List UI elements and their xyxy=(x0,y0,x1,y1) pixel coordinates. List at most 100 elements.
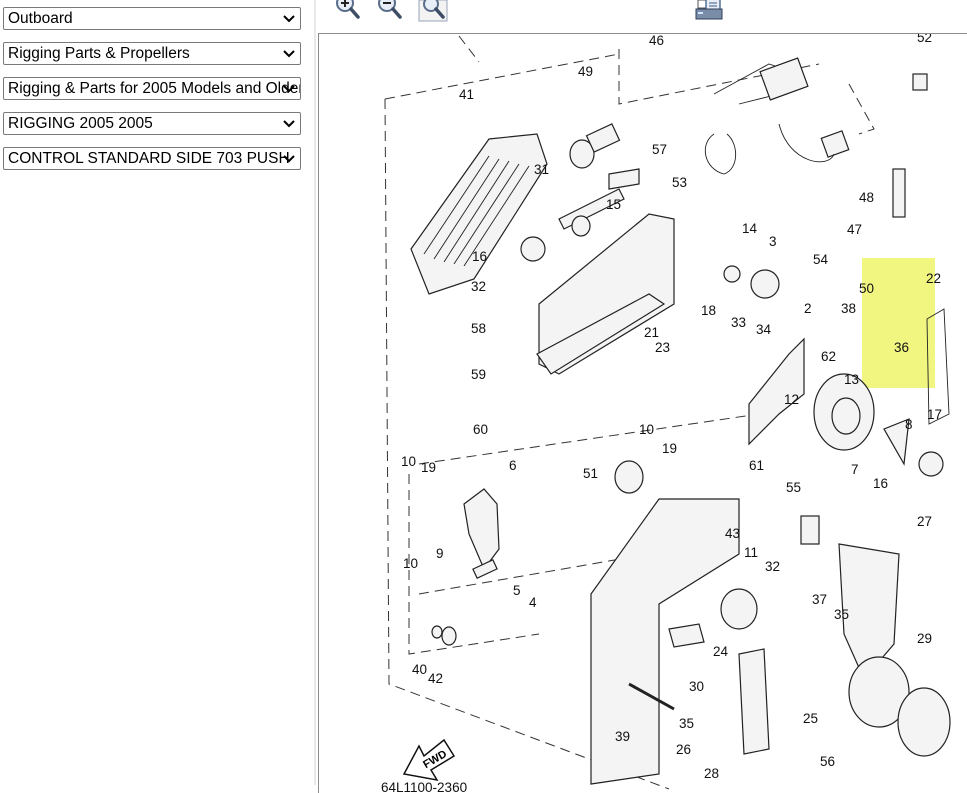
chevron-down-icon xyxy=(283,120,295,128)
part-callout-15[interactable]: 15 xyxy=(606,197,621,212)
part-callout-23[interactable]: 23 xyxy=(655,340,670,355)
chevron-down-icon xyxy=(283,15,295,23)
part-59-bracket xyxy=(536,293,666,375)
part-7-cam xyxy=(883,418,910,466)
select-category[interactable]: Rigging Parts & Propellers xyxy=(3,42,301,65)
part-callout-8[interactable]: 8 xyxy=(905,417,913,432)
part-56-hub xyxy=(848,656,910,728)
part-40 xyxy=(431,625,443,639)
part-callout-21[interactable]: 21 xyxy=(644,325,659,340)
part-callout-50[interactable]: 50 xyxy=(859,281,874,296)
part-16-bushing xyxy=(918,451,944,477)
part-callout-30[interactable]: 30 xyxy=(689,679,704,694)
main-switch xyxy=(759,57,809,101)
highlighted-part-area xyxy=(862,258,935,388)
panel-divider xyxy=(314,0,316,785)
part-callout-57[interactable]: 57 xyxy=(652,142,667,157)
part-callout-13[interactable]: 13 xyxy=(844,372,859,387)
part-callout-10[interactable]: 10 xyxy=(401,454,416,469)
part-callout-43[interactable]: 43 xyxy=(725,526,740,541)
part-callout-40[interactable]: 40 xyxy=(412,662,427,677)
part-callout-48[interactable]: 48 xyxy=(859,190,874,205)
part-callout-37[interactable]: 37 xyxy=(812,592,827,607)
part-callout-56[interactable]: 56 xyxy=(820,754,835,769)
part-callout-5[interactable]: 5 xyxy=(513,583,521,598)
part-callout-2[interactable]: 2 xyxy=(804,301,812,316)
chevron-down-icon xyxy=(283,50,295,58)
part-callout-22[interactable]: 22 xyxy=(926,271,941,286)
part-2-arm xyxy=(748,337,805,446)
part-callout-32[interactable]: 32 xyxy=(765,559,780,574)
part-callout-7[interactable]: 7 xyxy=(851,462,859,477)
select-model-year[interactable]: RIGGING 2005 2005 xyxy=(3,112,301,135)
zoom-out-icon[interactable] xyxy=(374,0,404,22)
part-callout-34[interactable]: 34 xyxy=(756,322,772,337)
part-callout-6[interactable]: 6 xyxy=(509,458,517,473)
part-callout-38[interactable]: 38 xyxy=(841,301,856,316)
part-callout-39[interactable]: 39 xyxy=(615,729,630,744)
part-callout-35[interactable]: 35 xyxy=(834,607,849,622)
part-callout-11[interactable]: 11 xyxy=(744,545,758,560)
part-callout-14[interactable]: 14 xyxy=(742,221,758,236)
part-callout-29[interactable]: 29 xyxy=(917,631,932,646)
diagram-code: 64L1100-2360 xyxy=(381,780,467,793)
select-value: RIGGING 2005 2005 xyxy=(8,115,153,132)
part-callout-4[interactable]: 4 xyxy=(529,595,537,610)
part-callout-49[interactable]: 49 xyxy=(578,64,593,79)
select-value: CONTROL STANDARD SIDE 703 PUSH xyxy=(8,150,290,167)
print-icon[interactable] xyxy=(694,0,724,22)
select-subcategory[interactable]: Rigging & Parts for 2005 Models and Olde… xyxy=(3,77,301,100)
part-callout-31[interactable]: 31 xyxy=(534,162,549,177)
part-callout-60[interactable]: 60 xyxy=(473,422,488,437)
part-callout-16[interactable]: 16 xyxy=(472,249,487,264)
part-callout-18[interactable]: 18 xyxy=(701,303,716,318)
part-callout-3[interactable]: 3 xyxy=(769,234,777,249)
part-callout-53[interactable]: 53 xyxy=(672,175,687,190)
part-callout-9[interactable]: 9 xyxy=(436,546,444,561)
part-callout-46[interactable]: 46 xyxy=(649,34,664,48)
part-callout-17[interactable]: 17 xyxy=(927,407,942,422)
select-value: Rigging Parts & Propellers xyxy=(8,45,190,62)
chevron-down-icon xyxy=(283,155,295,163)
part-callout-62[interactable]: 62 xyxy=(821,349,836,364)
part-callout-27[interactable]: 27 xyxy=(917,514,932,529)
part-53-spring xyxy=(704,133,737,175)
zoom-reset-icon[interactable] xyxy=(418,0,448,22)
part-callout-19[interactable]: 19 xyxy=(421,460,436,475)
part-callout-12[interactable]: 12 xyxy=(784,392,799,407)
part-callout-61[interactable]: 61 xyxy=(749,458,764,473)
part-callout-25[interactable]: 25 xyxy=(803,711,818,726)
select-assembly[interactable]: CONTROL STANDARD SIDE 703 PUSH xyxy=(3,147,301,170)
part-callout-54[interactable]: 54 xyxy=(813,252,829,267)
part-callout-19[interactable]: 19 xyxy=(662,441,677,456)
select-product-line[interactable]: Outboard xyxy=(3,7,301,30)
part-60-bracket xyxy=(463,488,500,571)
part-callout-55[interactable]: 55 xyxy=(786,480,801,495)
part-9-pin xyxy=(472,559,498,579)
part-callout-59[interactable]: 59 xyxy=(471,367,486,382)
part-callout-47[interactable]: 47 xyxy=(847,222,862,237)
part-callout-10[interactable]: 10 xyxy=(639,422,654,437)
part-39-bolt xyxy=(628,682,675,711)
part-callout-33[interactable]: 33 xyxy=(731,315,746,330)
part-48-lanyard xyxy=(892,168,906,218)
part-callout-51[interactable]: 51 xyxy=(583,466,598,481)
part-callout-24[interactable]: 24 xyxy=(713,644,729,659)
part-callout-32[interactable]: 32 xyxy=(471,279,486,294)
zoom-in-icon[interactable] xyxy=(332,0,362,22)
part-callout-36[interactable]: 36 xyxy=(894,340,909,355)
part-callout-28[interactable]: 28 xyxy=(704,766,719,781)
part-callout-10[interactable]: 10 xyxy=(403,556,418,571)
part-callout-16[interactable]: 16 xyxy=(873,476,888,491)
part-57 xyxy=(608,168,640,190)
part-callout-52[interactable]: 52 xyxy=(917,34,932,45)
part-47-switch xyxy=(778,123,850,163)
part-callout-42[interactable]: 42 xyxy=(428,671,443,686)
part-callout-41[interactable]: 41 xyxy=(459,87,474,102)
part-callout-58[interactable]: 58 xyxy=(471,321,486,336)
part-55-connector xyxy=(800,515,820,545)
part-callout-26[interactable]: 26 xyxy=(676,742,691,757)
part-callout-35[interactable]: 35 xyxy=(679,716,694,731)
